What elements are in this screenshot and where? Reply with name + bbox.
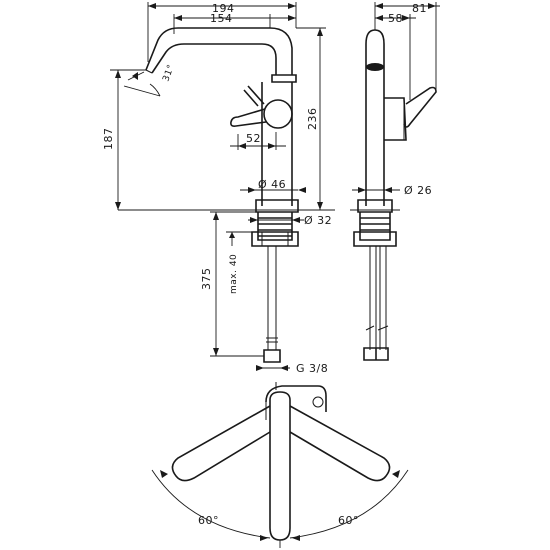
- front-view: [118, 27, 335, 363]
- label-d46: Ø 46: [258, 178, 286, 191]
- label-d26: Ø 26: [404, 184, 432, 197]
- front-lever: [230, 108, 267, 127]
- label-g38: G 3/8: [296, 362, 328, 375]
- label-52: 52: [246, 132, 261, 145]
- label-236: 236: [306, 108, 319, 131]
- side-outlet: [366, 63, 384, 71]
- front-lever-hub: [263, 99, 293, 129]
- front-shank: [257, 212, 293, 241]
- front-spout: [145, 27, 293, 75]
- side-lever: [403, 86, 437, 128]
- label-194: 194: [212, 2, 235, 15]
- label-31deg: 31°: [161, 63, 176, 83]
- label-187: 187: [102, 128, 115, 151]
- label-58: 58: [388, 12, 403, 25]
- top-lever-left: [171, 405, 271, 482]
- front-hoses: [266, 246, 278, 350]
- label-max40: max. 40: [229, 254, 239, 294]
- label-375: 375: [200, 268, 213, 291]
- top-lever-right: [289, 405, 391, 482]
- dimensions: [110, 2, 440, 548]
- top-view: [171, 382, 391, 541]
- label-154: 154: [210, 12, 233, 25]
- label-81: 81: [412, 2, 427, 15]
- label-60-left: 60°: [198, 514, 219, 527]
- side-body: [365, 29, 385, 206]
- top-lever-center: [269, 391, 291, 541]
- label-d32: Ø 32: [304, 214, 332, 227]
- label-60-right: 60°: [338, 514, 359, 527]
- dimension-labels: 194 154 31° 187 236 52 Ø 46 Ø 32 375 max…: [102, 2, 432, 527]
